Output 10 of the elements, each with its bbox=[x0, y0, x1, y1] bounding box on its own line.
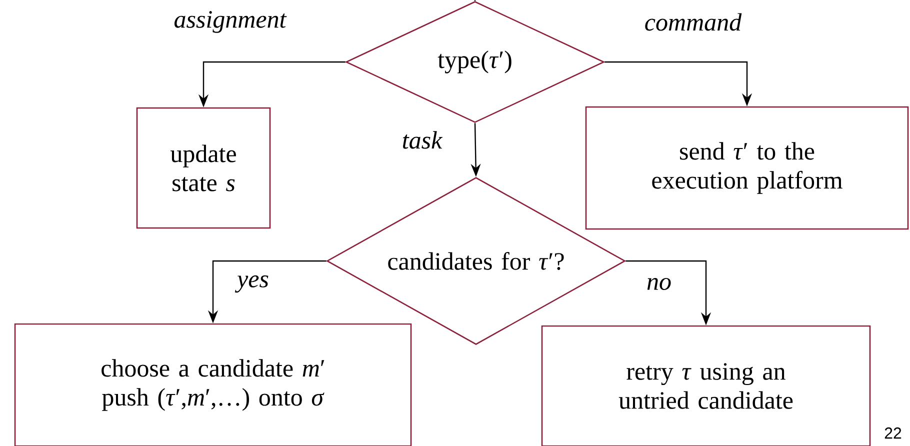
edge-label: assignment bbox=[172, 10, 288, 34]
process-box: send τ′ to the execution platform bbox=[585, 106, 909, 230]
edge-label: no bbox=[646, 276, 672, 291]
edge-label: yes bbox=[234, 274, 270, 294]
page-number: 22 bbox=[884, 427, 902, 439]
process-box: retry τ using an untried candidate bbox=[541, 325, 871, 446]
edge-label: command bbox=[643, 12, 743, 32]
edge-label: task bbox=[400, 130, 444, 150]
process-box: choose a candidate m′ push (τ′,m′,…) onto σ bbox=[14, 323, 412, 446]
process-box: update state s bbox=[136, 107, 271, 229]
